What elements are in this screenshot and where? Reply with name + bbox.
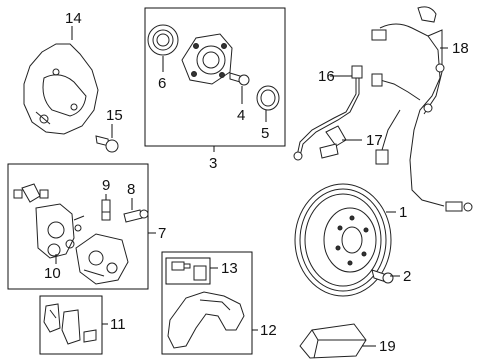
guide-pin-bolt-part (123, 209, 149, 223)
callout-17: 17 (366, 132, 383, 149)
callout-12: 12 (260, 322, 277, 339)
callout-13: 13 (221, 260, 238, 277)
callout-7: 7 (158, 225, 166, 242)
callout-1: 1 (399, 204, 407, 221)
wheel-hub-part (181, 33, 233, 85)
sensor-harness-part (293, 65, 363, 161)
caliper-bracket-group-box (161, 251, 253, 355)
leader-lines (55, 26, 448, 347)
callout-19: 19 (379, 338, 396, 355)
bearing-part (147, 24, 179, 56)
guide-pin-part (171, 261, 207, 281)
harness-lines (371, 6, 473, 212)
shield-bolt-part (95, 135, 119, 153)
callout-15: 15 (106, 107, 123, 124)
caliper-part (13, 183, 85, 259)
speed-sensor-part (319, 125, 347, 159)
callout-18: 18 (452, 40, 469, 57)
guide-pin-kit-box (165, 257, 211, 285)
callout-9: 9 (102, 177, 110, 194)
brake-pad-group-box (39, 295, 103, 355)
callout-16: 16 (318, 68, 335, 85)
brake-rotor-part (294, 183, 392, 297)
hub-bearing-group-box (144, 7, 286, 147)
brake-pads-part (43, 303, 97, 345)
caliper-group-box (7, 163, 149, 290)
bleeder-screw-part (101, 199, 111, 221)
control-module-part (299, 323, 367, 359)
dust-cap-part (256, 85, 280, 111)
callout-4: 4 (237, 107, 245, 124)
callout-14: 14 (65, 10, 82, 27)
axle-bolt-part (229, 72, 250, 86)
callout-6: 6 (158, 75, 166, 92)
callout-11: 11 (110, 316, 126, 333)
caliper-bracket-part (167, 291, 245, 349)
callout-10: 10 (44, 265, 61, 282)
callout-labels: 14 15 6 4 5 3 16 18 17 1 2 19 7 9 8 10 1… (44, 10, 469, 355)
callout-5: 5 (261, 125, 269, 142)
splash-shield-part (23, 43, 99, 135)
callout-2: 2 (403, 268, 411, 285)
callout-3: 3 (209, 155, 217, 172)
caliper-carrier-part (75, 233, 129, 285)
callout-8: 8 (127, 181, 135, 198)
